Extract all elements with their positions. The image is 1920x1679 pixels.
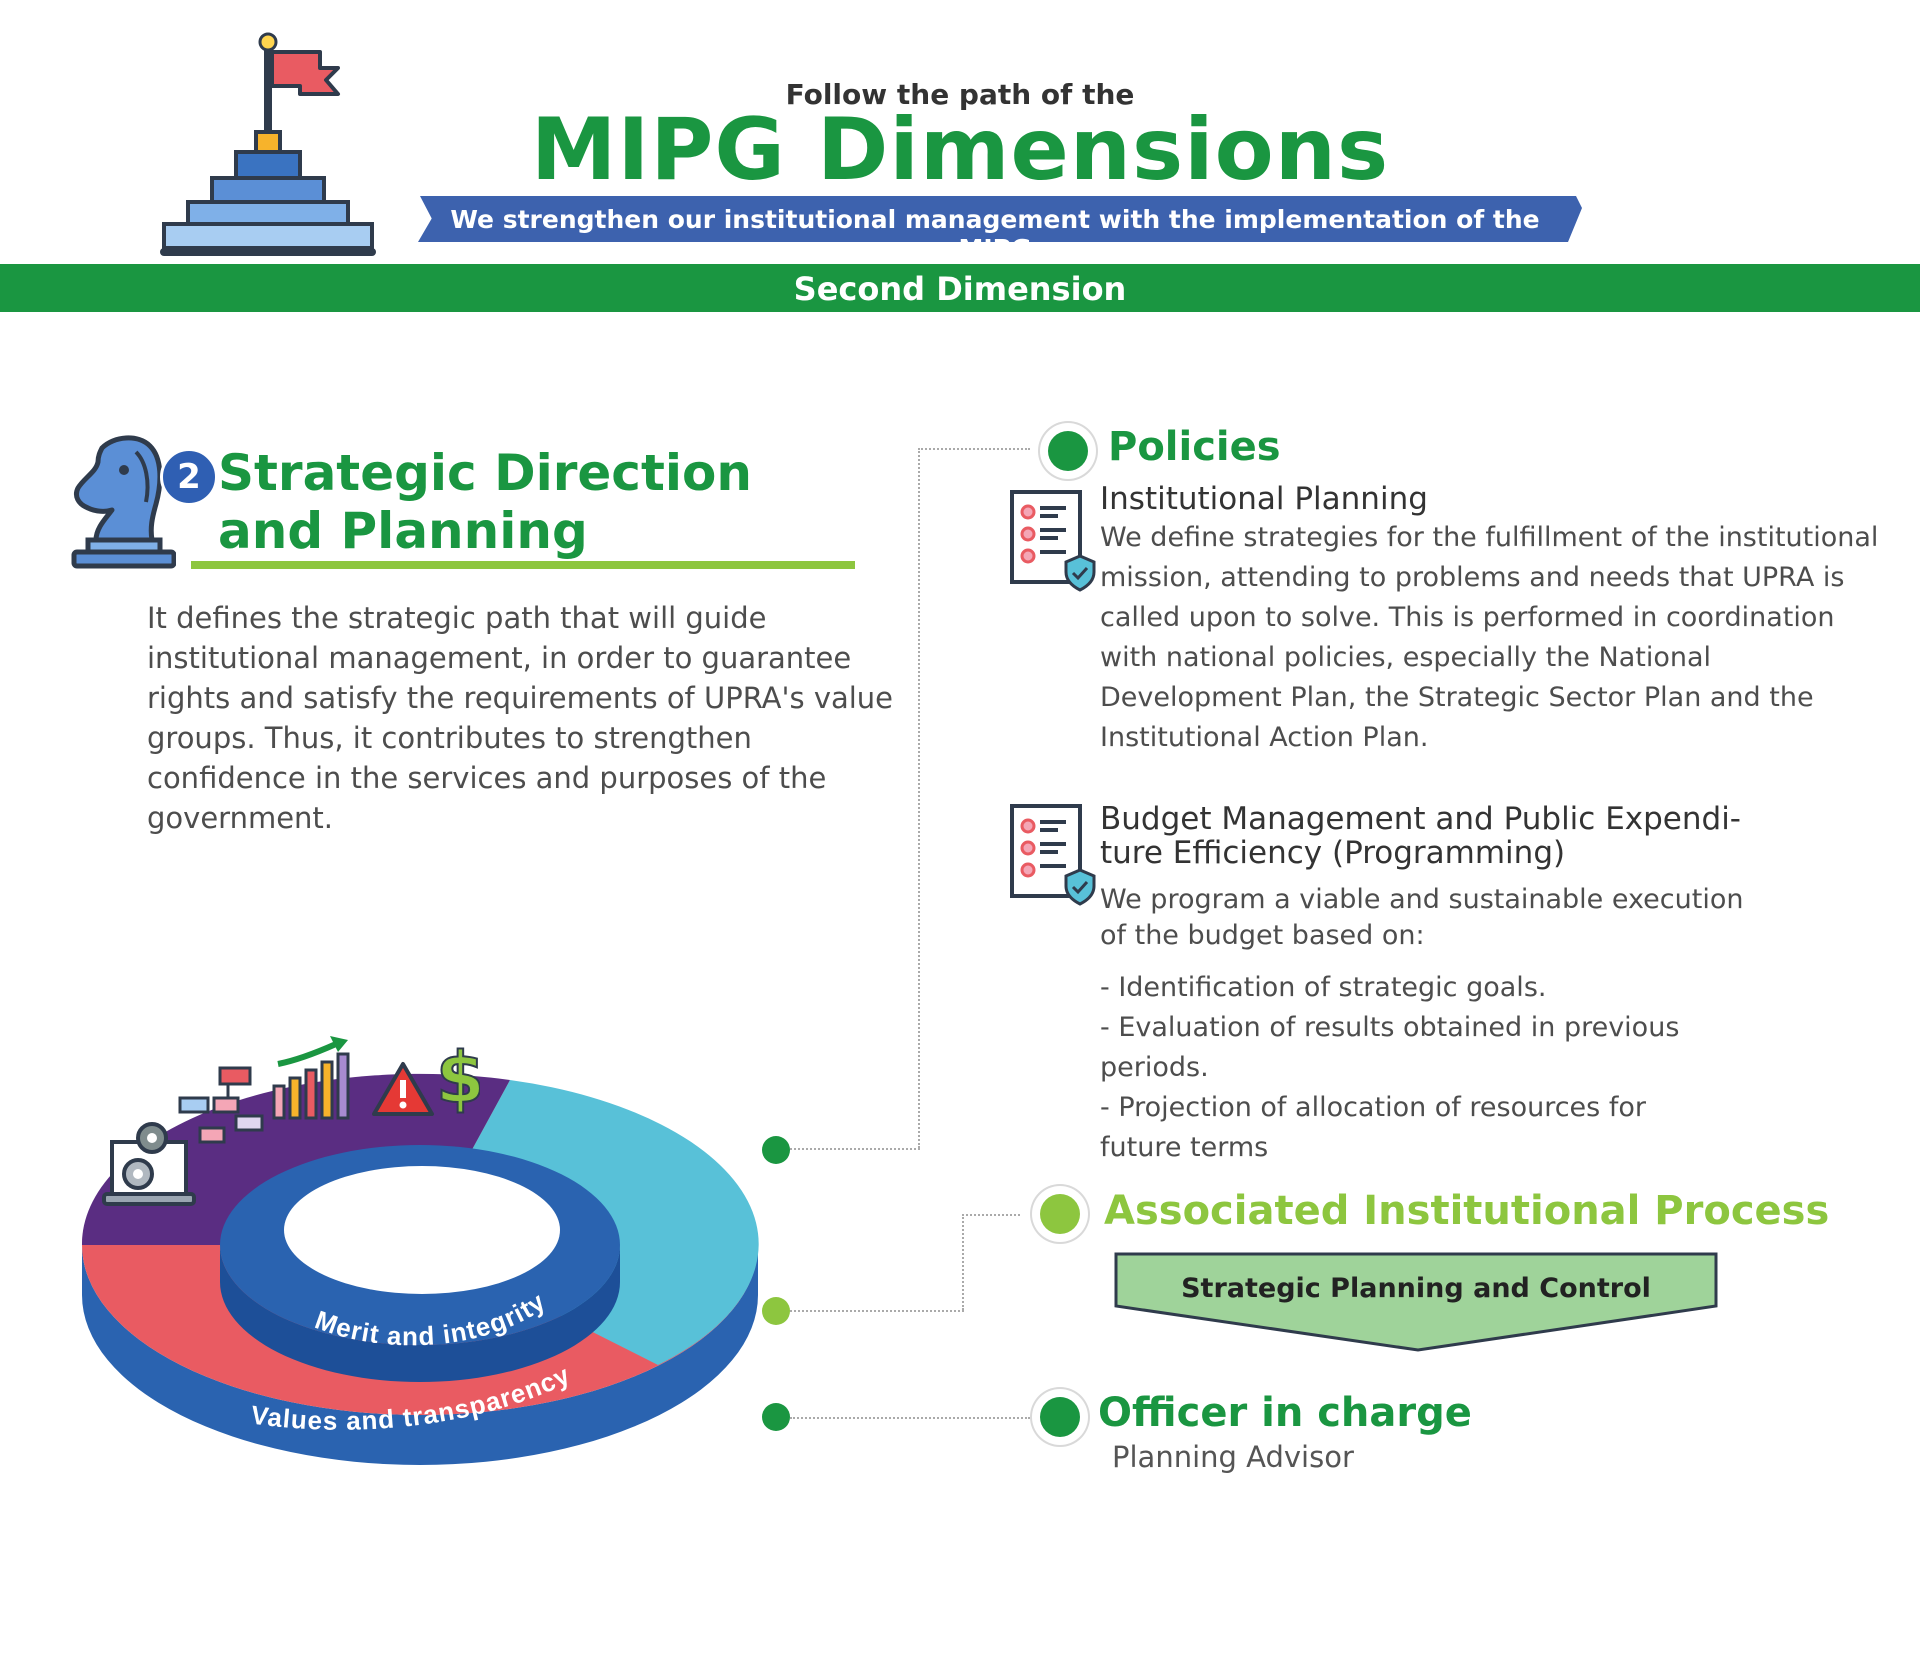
bullet-strategic-goals: - Identification of strategic goals. (1100, 972, 1547, 1003)
connector-process-bottom (790, 1310, 964, 1312)
officer-marker (1032, 1389, 1088, 1445)
policy-2-intro-line1: We program a viable and sustainable exec… (1100, 884, 1744, 915)
policy-1-title: Institutional Planning (1100, 481, 1428, 517)
chess-knight-icon (71, 435, 176, 569)
bullet-evaluation-line1: - Evaluation of results obtained in prev… (1100, 1012, 1680, 1043)
dimension-label: Second Dimension (793, 270, 1127, 308)
officer-heading: Officer in charge (1098, 1390, 1472, 1436)
policy-1-body: We define strategies for the fulfillment… (1100, 522, 1879, 753)
connector-policies-bottom (790, 1148, 920, 1150)
process-anchor-dot (762, 1297, 790, 1325)
section-title-line1: Strategic Direction (218, 444, 752, 502)
policy-2-title: Budget Management and Public Expendi- tu… (1100, 802, 1741, 870)
section-title: Strategic Direction and Planning (218, 444, 752, 560)
connector-policies-top (918, 448, 1030, 450)
bullet-projection-line1: - Projection of allocation of resources … (1100, 1092, 1646, 1123)
connector-process-vertical (962, 1214, 964, 1310)
main-title: MIPG Dimensions (530, 100, 1390, 200)
laptop-gears-icon (102, 1122, 196, 1206)
policy-2-intro-line2: of the budget based on: (1100, 920, 1425, 951)
officer-role: Planning Advisor (1112, 1440, 1354, 1474)
checklist-shield-icon (1010, 490, 1096, 592)
bar-chart-growth-icon (272, 1036, 350, 1120)
policies-heading: Policies (1108, 424, 1281, 470)
process-marker (1032, 1186, 1088, 1242)
officer-anchor-dot (762, 1403, 790, 1431)
podium-flag-icon (160, 32, 376, 256)
section-description: It defines the strategic path that will … (147, 601, 894, 835)
process-shape (1114, 1252, 1718, 1352)
connector-process-top (962, 1214, 1020, 1216)
process-heading: Associated Institutional Process (1104, 1188, 1830, 1234)
subtitle-ribbon (418, 196, 1582, 242)
warning-icon (372, 1062, 434, 1116)
svg-text:$: $ (436, 1037, 480, 1114)
policy-2-title-line2: ture Efficiency (Programming) (1100, 835, 1566, 871)
bullet-projection-line2: future terms (1100, 1132, 1269, 1163)
section-number-badge: 2 (160, 448, 218, 506)
process-label: Strategic Planning and Control (1181, 1273, 1651, 1304)
connector-officer (790, 1417, 1030, 1419)
checklist-shield-icon-2 (1010, 804, 1096, 906)
subtitle-text: We strengthen our institutional manageme… (450, 205, 1540, 263)
dollar-icon: $ (435, 1036, 480, 1114)
pre-title: Follow the path of the (785, 78, 1135, 111)
bullet-evaluation-line2: periods. (1100, 1052, 1209, 1083)
policies-anchor-dot (762, 1136, 790, 1164)
flowchart-icon (178, 1066, 264, 1144)
title-underline (191, 561, 855, 569)
section-title-line2: and Planning (218, 502, 588, 560)
ring-diagram: Merit and integrity Values and transpare… (81, 1073, 759, 1465)
connector-policies-vertical (918, 448, 920, 1148)
dimension-bar (0, 264, 1920, 312)
policy-2-bullets: - Identification of strategic goals. - E… (1100, 968, 1679, 1168)
policy-2-title-line1: Budget Management and Public Expendi- (1100, 801, 1741, 837)
policy-2-intro: We program a viable and sustainable exec… (1100, 882, 1743, 954)
policies-marker (1040, 423, 1096, 479)
